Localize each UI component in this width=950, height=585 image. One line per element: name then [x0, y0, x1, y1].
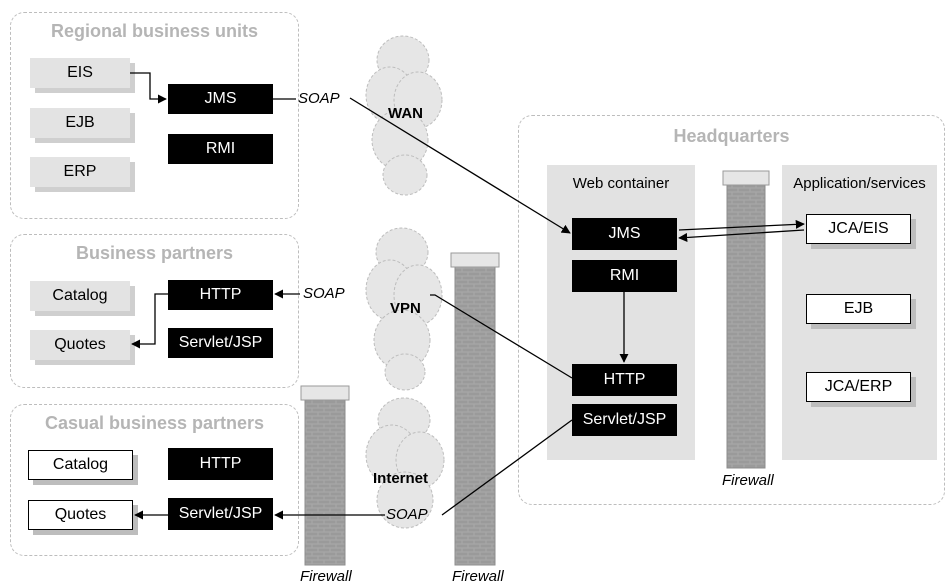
regional-ejb-box: EJB: [30, 108, 130, 138]
regional-erp-box: ERP: [30, 157, 130, 187]
soap-label-wan: SOAP: [298, 90, 340, 107]
partners-http-box: HTTP: [168, 280, 273, 310]
hq-servlet-jsp-box: Servlet/JSP: [572, 404, 677, 436]
casual-http-box: HTTP: [168, 448, 273, 480]
hq-http-box: HTTP: [572, 364, 677, 396]
vpn-cloud: [365, 227, 443, 391]
firewall-middle: [450, 252, 500, 566]
soap-label-internet: SOAP: [386, 506, 428, 523]
hq-jms-box: JMS: [572, 218, 677, 250]
casual-business-partners-group: Casual business partners: [10, 404, 299, 556]
firewall-right-label: Firewall: [722, 472, 774, 489]
regional-rmi-box: RMI: [168, 134, 273, 164]
headquarters-group: Headquarters: [518, 115, 945, 505]
partners-catalog-box: Catalog: [30, 281, 130, 311]
hq-rmi-box: RMI: [572, 260, 677, 292]
vpn-label: VPN: [390, 300, 421, 317]
regional-business-units-group: Regional business units: [10, 12, 299, 219]
internet-cloud: [365, 397, 445, 529]
casual-servlet-jsp-box: Servlet/JSP: [168, 498, 273, 530]
regional-eis-box: EIS: [30, 58, 130, 88]
hq-ejb-box: EJB: [806, 294, 911, 324]
partners-group-title: Business partners: [75, 243, 234, 263]
casual-group-title: Casual business partners: [44, 413, 265, 433]
partners-quotes-box: Quotes: [30, 330, 130, 360]
soap-label-vpn: SOAP: [303, 285, 345, 302]
firewall-middle-label: Firewall: [452, 568, 504, 585]
headquarters-title: Headquarters: [673, 126, 790, 146]
business-partners-group: Business partners: [10, 234, 299, 388]
partners-servlet-jsp-box: Servlet/JSP: [168, 328, 273, 358]
casual-quotes-box: Quotes: [28, 500, 133, 530]
application-services-title: Application/services: [793, 175, 926, 192]
wan-label: WAN: [388, 105, 423, 122]
web-container-title: Web container: [572, 175, 670, 192]
hq-jca-eis-box: JCA/EIS: [806, 214, 911, 244]
hq-jca-erp-box: JCA/ERP: [806, 372, 911, 402]
regional-jms-box: JMS: [168, 84, 273, 114]
casual-catalog-box: Catalog: [28, 450, 133, 480]
firewall-left-label: Firewall: [300, 568, 352, 585]
internet-label: Internet: [373, 470, 429, 487]
firewall-left: [300, 385, 350, 566]
regional-group-title: Regional business units: [50, 21, 259, 41]
